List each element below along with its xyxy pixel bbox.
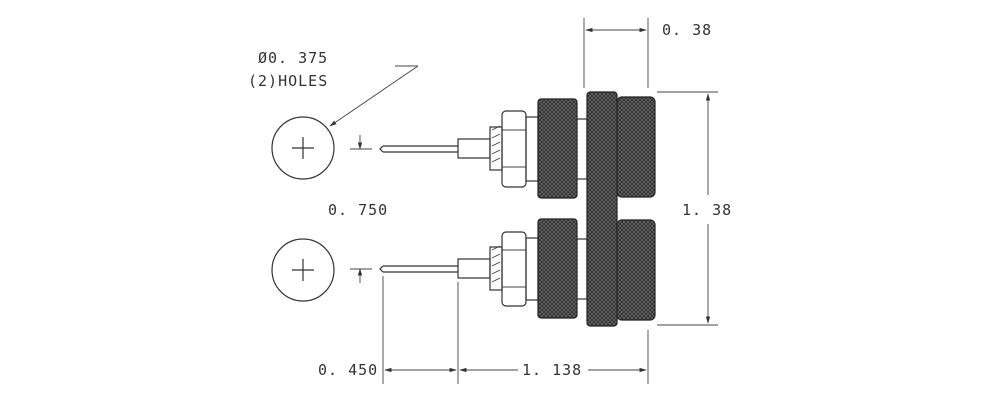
hole-count-label: (2)HOLES [248,72,328,90]
hole-diameter-label: Ø0. 375 [258,49,328,67]
spacing-dimension [350,135,372,283]
pin-length-label: 0. 450 [318,361,378,379]
body-length-label: 1. 138 [522,361,582,379]
hole-callout-leader [329,65,419,127]
mounting-hole-bottom [271,238,335,302]
binding-post-top [379,98,588,199]
mounting-hole-top [271,116,335,180]
knurled-cap-bottom [616,219,656,321]
depth-dimension-label: 0. 38 [662,21,712,39]
height-dimension-label: 1. 38 [682,201,732,219]
mounting-plate [586,91,618,327]
depth-dimension [583,18,649,88]
spacing-dimension-label: 0. 750 [328,201,388,219]
binding-post-bottom [379,218,588,319]
knurled-cap-top [616,96,656,198]
height-dimension [657,91,718,326]
length-dimensions [382,276,649,384]
